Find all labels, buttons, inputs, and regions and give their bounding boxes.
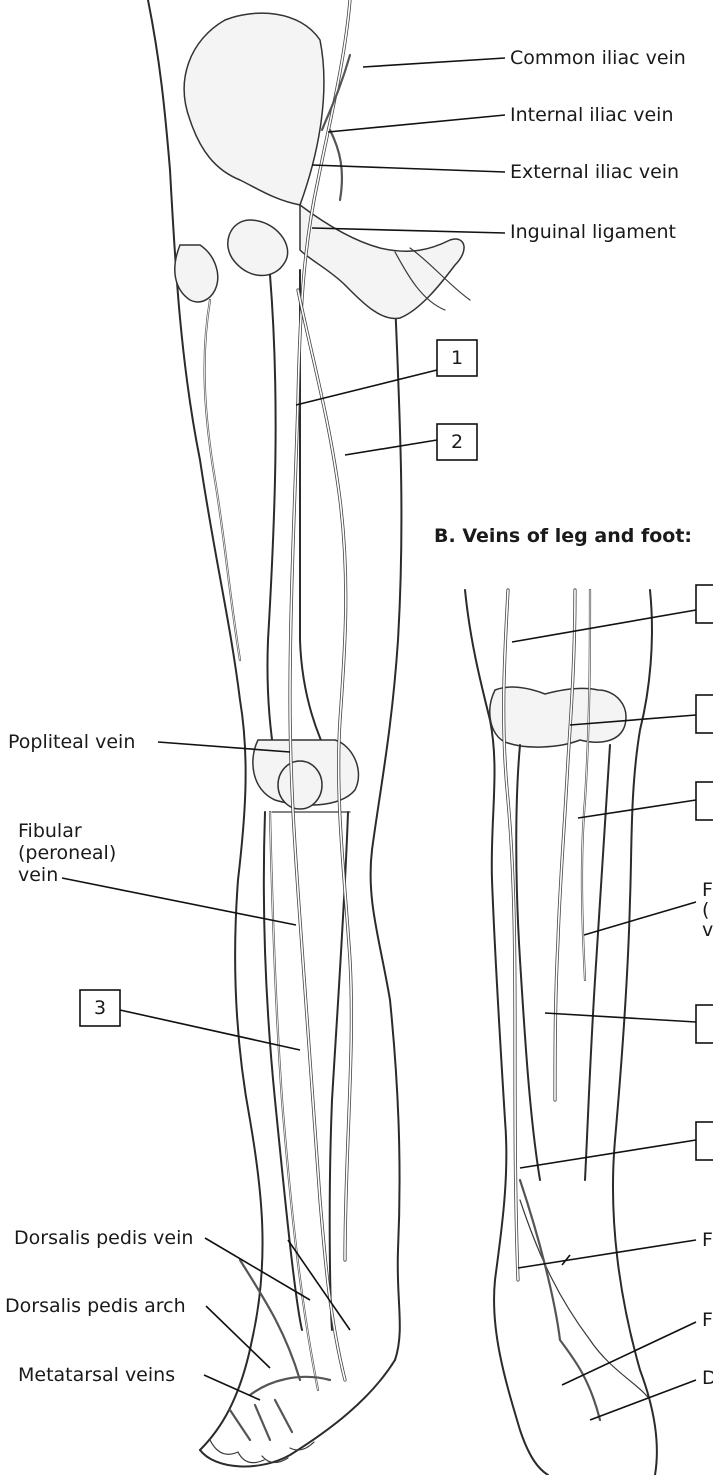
- label-external-iliac-vein: External iliac vein: [510, 161, 679, 183]
- label-dorsalis-pedis-vein: Dorsalis pedis vein: [14, 1227, 193, 1249]
- cropped-label-b-foot-3: D: [702, 1368, 713, 1388]
- cropped-label-fibular-b-3: v: [702, 920, 713, 940]
- label-inguinal-ligament: Inguinal ligament: [510, 221, 676, 243]
- number-boxes: [80, 340, 713, 1160]
- cropped-label-fibular-b-1: F: [702, 880, 713, 900]
- femur-bone: [175, 220, 359, 1330]
- label-dorsalis-pedis-arch: Dorsalis pedis arch: [5, 1295, 186, 1317]
- number-box-2: 2: [437, 431, 477, 453]
- label-metatarsal-veins: Metatarsal veins: [18, 1364, 175, 1386]
- cropped-label-b-foot-1: F: [702, 1230, 713, 1250]
- cropped-label-fibular-b-2: (: [702, 900, 709, 920]
- cropped-label-b-foot-2: F: [702, 1310, 713, 1330]
- section-b-heading: B. Veins of leg and foot:: [434, 525, 692, 547]
- number-box-1: 1: [437, 347, 477, 369]
- number-box-3: 3: [80, 997, 120, 1019]
- label-internal-iliac-vein: Internal iliac vein: [510, 104, 674, 126]
- label-fibular-vein: Fibular (peroneal) vein: [18, 820, 116, 886]
- label-popliteal-vein: Popliteal vein: [8, 731, 135, 753]
- label-common-iliac-vein: Common iliac vein: [510, 47, 686, 69]
